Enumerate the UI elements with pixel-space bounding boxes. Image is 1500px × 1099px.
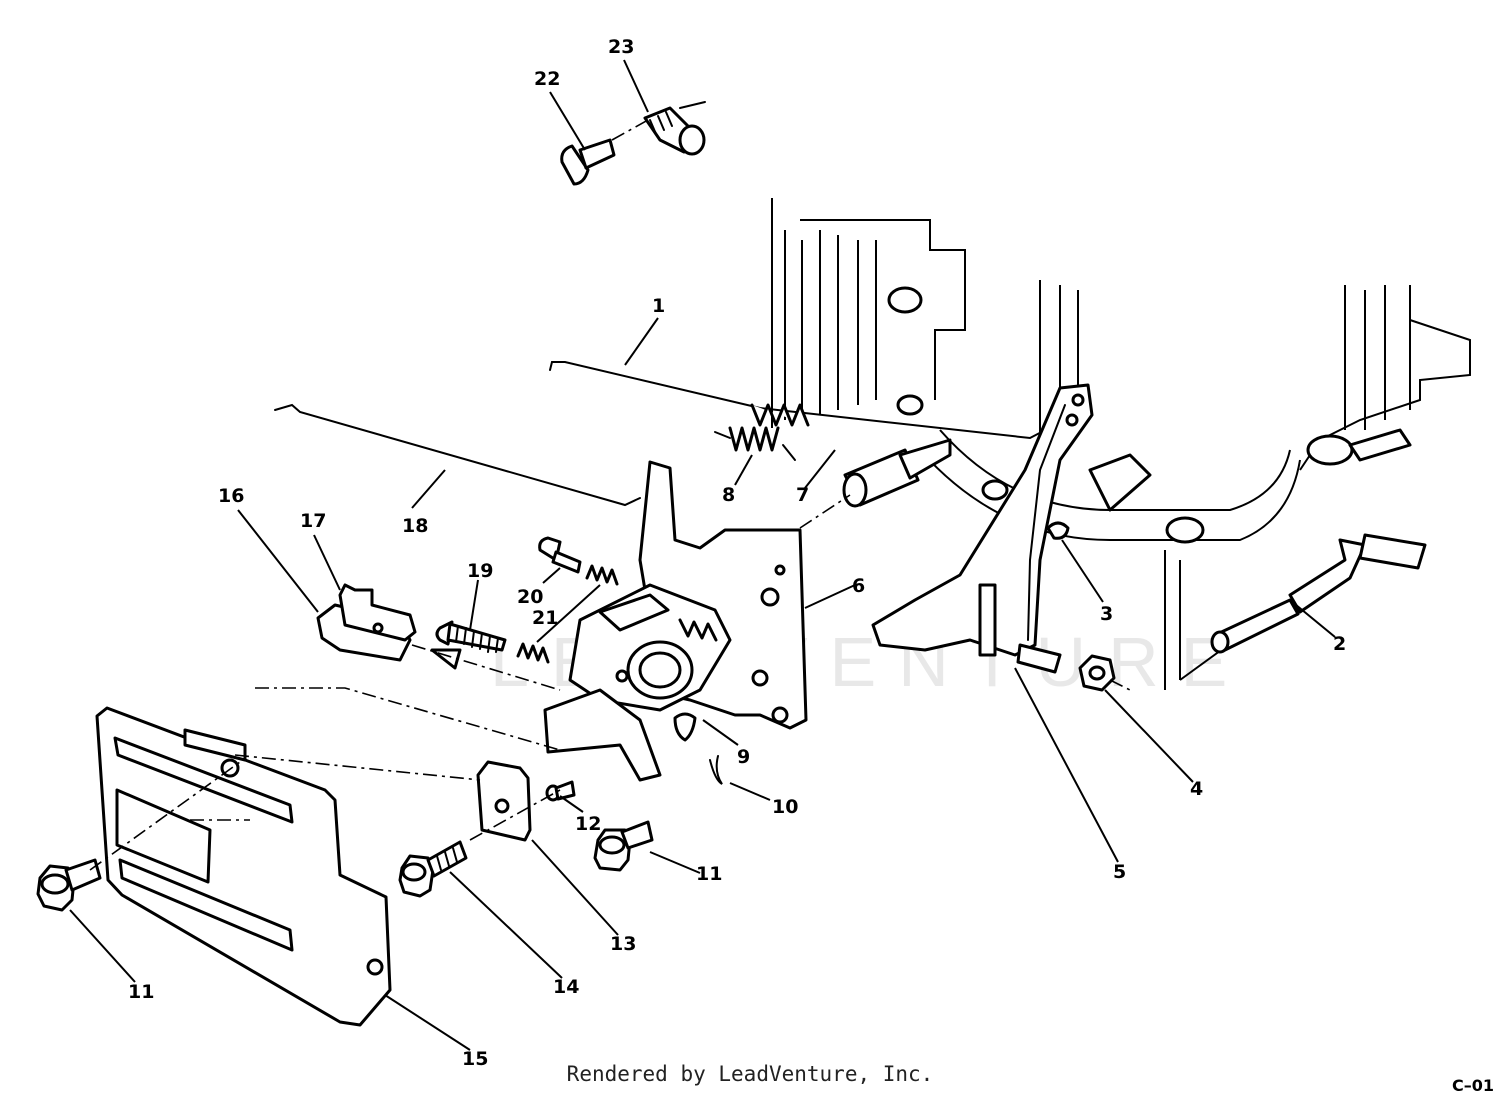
governor-lever bbox=[871, 383, 1094, 674]
callout-10: 10 bbox=[772, 796, 798, 818]
callout-14: 14 bbox=[553, 976, 579, 998]
bolt-14 bbox=[398, 840, 468, 898]
render-credit: Rendered by LeadVenture, Inc. bbox=[566, 1062, 934, 1086]
callout-17: 17 bbox=[300, 510, 326, 532]
throttle-assembly bbox=[543, 583, 732, 782]
leader-lines bbox=[69, 59, 1336, 1051]
choke-lever bbox=[316, 583, 462, 670]
callout-7: 7 bbox=[796, 484, 809, 506]
choke-link-rod bbox=[274, 403, 641, 507]
screw-19 bbox=[435, 620, 507, 653]
spring-8 bbox=[714, 426, 796, 461]
callout-12: 12 bbox=[575, 813, 601, 835]
callout-21: 21 bbox=[532, 607, 558, 629]
bracket-13 bbox=[476, 760, 532, 842]
callout-1: 1 bbox=[652, 295, 665, 317]
callout-19: 19 bbox=[467, 560, 493, 582]
callout-15: 15 bbox=[462, 1048, 488, 1070]
spring-21a bbox=[585, 564, 619, 586]
callout-2: 2 bbox=[1333, 633, 1346, 655]
callout-6: 6 bbox=[852, 575, 865, 597]
cover-plate bbox=[95, 706, 392, 1027]
alignment-lines bbox=[89, 119, 1181, 871]
governor-spring bbox=[750, 403, 810, 427]
callout-22: 22 bbox=[534, 68, 560, 90]
callout-9: 9 bbox=[737, 746, 750, 768]
callout-5: 5 bbox=[1113, 861, 1126, 883]
cable-clamp bbox=[643, 101, 706, 156]
throttle-link-rod bbox=[549, 361, 1056, 440]
callout-13: 13 bbox=[610, 933, 636, 955]
screw-12 bbox=[545, 780, 576, 802]
bolt-11-left bbox=[36, 858, 102, 912]
screw-20 bbox=[538, 536, 582, 574]
retaining-clip bbox=[1046, 521, 1070, 540]
figure-code: C–01 bbox=[1451, 1076, 1494, 1095]
callout-23: 23 bbox=[608, 36, 634, 58]
bolt-11-right bbox=[593, 820, 654, 872]
callout-11-right: 11 bbox=[696, 863, 722, 885]
cotter-pin bbox=[709, 755, 723, 785]
screw-22 bbox=[560, 138, 616, 186]
hex-nut bbox=[1078, 654, 1116, 692]
callout-16: 16 bbox=[218, 485, 244, 507]
callout-4: 4 bbox=[1190, 778, 1203, 800]
callout-8: 8 bbox=[722, 484, 735, 506]
callout-labels: 1 2 3 4 5 6 7 8 9 10 11 11 12 13 14 15 1… bbox=[128, 36, 1346, 1070]
callout-18: 18 bbox=[402, 515, 428, 537]
spring-21b bbox=[516, 642, 550, 664]
bushing bbox=[842, 438, 952, 508]
engine-block bbox=[771, 198, 1471, 690]
callout-3: 3 bbox=[1100, 603, 1113, 625]
governor-shaft bbox=[1210, 533, 1427, 654]
callout-11-left: 11 bbox=[128, 981, 154, 1003]
callout-20: 20 bbox=[517, 586, 543, 608]
